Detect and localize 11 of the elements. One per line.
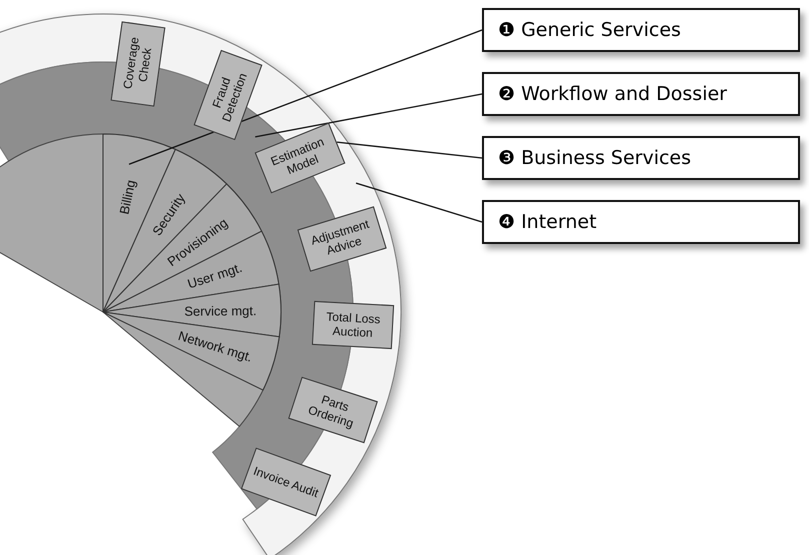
leader-line <box>356 182 482 223</box>
callout-box: ❷ Workflow and Dossier <box>482 72 800 116</box>
callout-box: ❶ Generic Services <box>482 8 800 52</box>
leader-line <box>336 141 482 159</box>
leader-line <box>255 93 482 138</box>
sector-label: Billing <box>116 178 138 216</box>
sector-label: User mgt. <box>186 260 244 292</box>
sector-label: Service mgt. <box>184 303 257 319</box>
callout-box: ❸ Business Services <box>482 136 800 180</box>
leader-line <box>128 29 482 165</box>
callout-box: ❹ Internet <box>482 200 800 244</box>
